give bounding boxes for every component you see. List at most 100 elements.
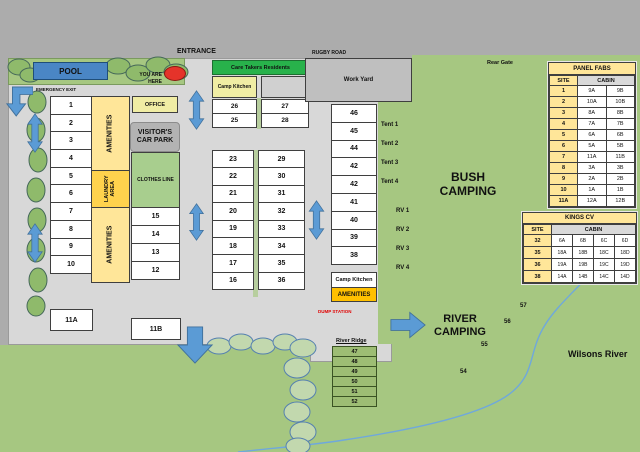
- road-arrow-icon: [27, 113, 43, 153]
- kings-cv-title: KINGS CV: [523, 213, 636, 224]
- rv-labels: RV 1 RV 2 RV 3 RV 4: [396, 202, 426, 277]
- site-box: 2: [50, 113, 92, 133]
- site-box: 31: [258, 184, 305, 204]
- site-box: 25: [212, 113, 257, 128]
- site-number-cell: 38: [523, 270, 552, 283]
- site-box: 52: [332, 396, 377, 407]
- site-box: 23: [212, 150, 254, 169]
- visitors-car-park-label: VISITOR'S CAR PARK: [136, 129, 174, 144]
- camp-kitchen-label: Camp Kitchen: [217, 84, 252, 90]
- you-are-here-marker: [164, 66, 186, 81]
- cabin-cell: 14B: [572, 270, 594, 283]
- amenities-east: AMENITIES: [331, 287, 377, 302]
- river-site-label: 54: [460, 369, 467, 375]
- table-row: 7 11A 11B: [549, 151, 635, 163]
- site-box: 9: [50, 237, 92, 257]
- site-box: 26: [212, 99, 257, 114]
- amenities-label: AMENITIES: [106, 114, 114, 153]
- site-box: 15: [131, 207, 180, 226]
- site-box: 5: [50, 166, 92, 186]
- cabin-cell: 12B: [605, 195, 635, 207]
- site-box: 41: [331, 192, 377, 212]
- table-row: 11A 12A 12B: [549, 195, 635, 207]
- site-box: 3: [50, 131, 92, 151]
- river-ridge-label: River Ridge: [336, 338, 367, 344]
- work-yard: Work Yard: [305, 58, 412, 102]
- rv-site-label: RV 2: [396, 227, 410, 234]
- wilsons-river-label: Wilsons River: [568, 349, 628, 359]
- you-are-here-label: YOU ARE HERE: [139, 72, 162, 85]
- site-box: 36: [258, 271, 305, 291]
- clothes-line-label: CLOTHES LINE: [137, 177, 174, 183]
- table-row: 38 14A 14B 14C 14D: [523, 270, 636, 283]
- amenities-block-north: AMENITIES: [91, 96, 130, 171]
- site-box: 20: [212, 202, 254, 221]
- site-box: 6: [50, 184, 92, 204]
- road-arrow-icon: [188, 203, 205, 241]
- site-box: 45: [331, 121, 377, 141]
- river-site-label: 55: [481, 342, 488, 348]
- site-box: 30: [258, 167, 305, 186]
- tent-site-label: Tent 3: [381, 159, 399, 166]
- clothes-line: CLOTHES LINE: [131, 152, 180, 208]
- utility-gray-box: [261, 76, 309, 98]
- care-takers-label: Care Takers Residents: [231, 64, 290, 71]
- camp-kitchen-east: Camp Kitchen: [331, 272, 377, 288]
- office-label: OFFICE: [144, 101, 166, 108]
- panel-fabs-rows: 1 9A 9B 2 10A 10B 3 8A 8B 4 7A 7B 5 6A 6…: [549, 85, 635, 207]
- site-box: 12: [131, 261, 180, 280]
- site-box: 44: [331, 139, 377, 159]
- camp-kitchen-north: Camp Kitchen: [212, 76, 257, 98]
- site-box: 16: [212, 271, 254, 291]
- road-arrow-icon: [27, 223, 43, 263]
- emergency-exit-label: EMERGENCY EXIT: [36, 87, 77, 92]
- site-box: 10: [50, 255, 92, 274]
- road-arrow-icon: [308, 200, 325, 240]
- table-row: 9 2A 2B: [549, 173, 635, 185]
- office: OFFICE: [132, 96, 178, 113]
- bush-camping-label: BUSH CAMPING: [439, 170, 497, 199]
- pool: POOL: [33, 62, 108, 80]
- site-box: 42: [331, 157, 377, 177]
- site-box: 27: [261, 99, 309, 114]
- cabin-cell: 14D: [614, 270, 636, 283]
- river-camping-arrow-icon: [390, 311, 426, 339]
- green-divider: [253, 150, 258, 297]
- panel-fabs-title: PANEL FABS: [549, 63, 635, 75]
- rear-gate-label: Rear Gate: [487, 60, 513, 66]
- laundry-area-label: LAUNDRY AREA: [103, 175, 116, 203]
- rugby-road-label: RUGBY ROAD: [312, 50, 347, 56]
- cabin-cell: 19D: [614, 258, 636, 271]
- table-row: 10 1A 1B: [549, 184, 635, 196]
- river-camping-label: RIVER CAMPING: [434, 313, 486, 339]
- kings-cv-rows: 32 6A 6B 6C 6D 35 18A 18B 18C 18D 36 19A…: [523, 234, 636, 283]
- rv-site-label: RV 3: [396, 245, 410, 252]
- rv-site-label: RV 1: [396, 208, 410, 215]
- work-yard-label: Work Yard: [343, 77, 374, 83]
- pool-label: POOL: [59, 66, 82, 76]
- river-site-label: 56: [504, 319, 511, 325]
- site-box: 4: [50, 149, 92, 168]
- rv-site-label: RV 4: [396, 264, 410, 271]
- amenities-label: AMENITIES: [106, 225, 114, 265]
- site-box: 22: [212, 167, 254, 186]
- site-box: 39: [331, 228, 377, 248]
- emergency-exit-arrow-icon: [5, 86, 33, 117]
- site-box: 8: [50, 219, 92, 239]
- site-box: 40: [331, 210, 377, 230]
- cabin-cell: 14A: [551, 270, 573, 283]
- site-box: 32: [258, 202, 305, 221]
- green-divider: [257, 98, 261, 129]
- tent-site-label: Tent 4: [381, 178, 399, 185]
- site-box-11a: 11A: [50, 309, 93, 331]
- river-site-label: 57: [520, 303, 527, 309]
- care-takers-residence: Care Takers Residents: [212, 60, 309, 75]
- site-box: 18: [212, 236, 254, 256]
